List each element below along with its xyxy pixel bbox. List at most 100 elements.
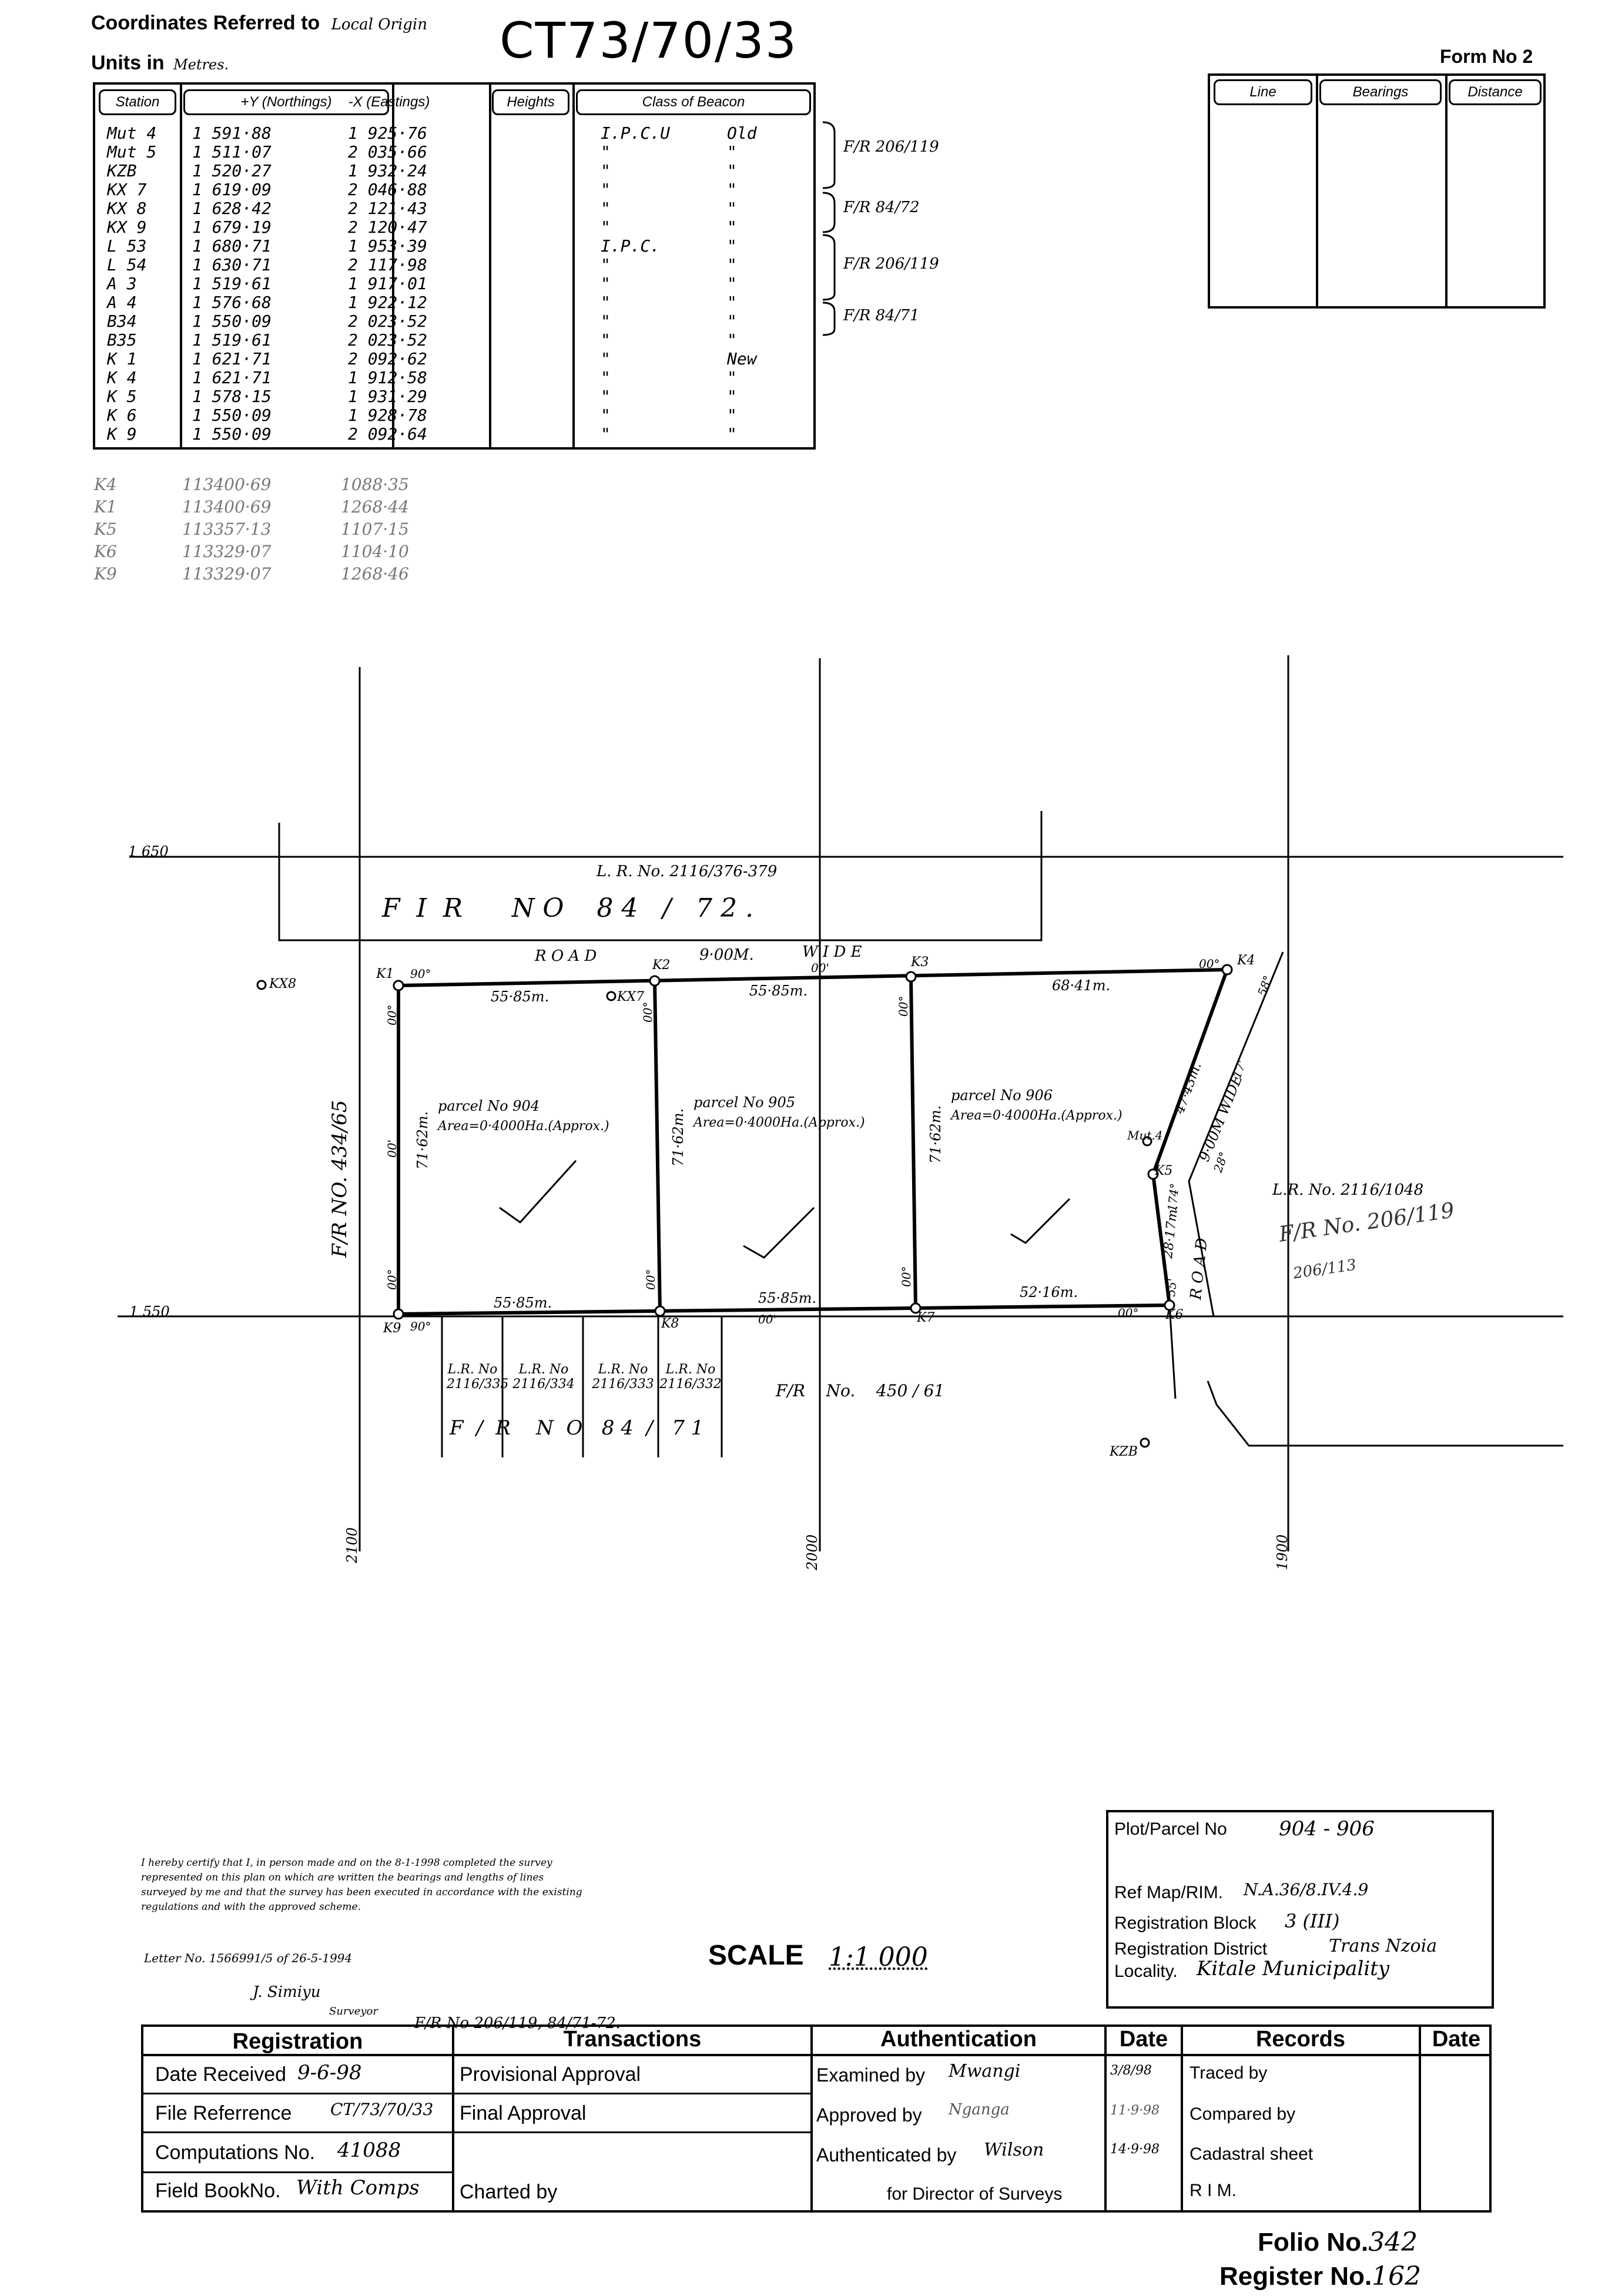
eastings-cell: 1 912·58 (348, 368, 427, 387)
records-date-heading: Date (1432, 2027, 1481, 2052)
station-label-k9: K9 (383, 1321, 401, 1336)
boundary-mid2 (909, 976, 917, 1309)
grid-label-2000: 2000 (804, 1534, 820, 1570)
file-reference-value: CT/73/70/33 (330, 2100, 434, 2119)
authenticated-date: 14·9·98 (1110, 2142, 1160, 2157)
northings-cell: 1 519·61 (192, 330, 272, 350)
northings-cell: 1 680·71 (192, 236, 272, 256)
grid-label-2100: 2100 (344, 1527, 360, 1563)
records-heading: Records (1255, 2027, 1346, 2052)
beacon-class-cell: " (601, 424, 611, 444)
computations-label: Computations No. (155, 2141, 316, 2164)
lr-right-label: L.R. No. 2116/1048 (1272, 1181, 1424, 1199)
eastings-cell: 2 092·62 (348, 349, 427, 368)
bracket-label: F/R 84/71 (843, 307, 920, 324)
locality-label: Locality. (1114, 1962, 1178, 1981)
coords-referred-label: Coordinates Referred to Local Origin (91, 12, 427, 35)
station-cell: B35 (107, 330, 137, 350)
beacon-class-cell: I.P.C. (601, 236, 661, 256)
dim-side-3: 71·62m. (927, 1105, 944, 1164)
fr-left-label: F/R NO. 434/65 (328, 1100, 351, 1258)
beacon-status-cell: " (727, 142, 737, 162)
beacon-status-cell: " (727, 293, 737, 312)
table-divider (489, 85, 491, 447)
station-marker (1221, 964, 1233, 976)
angle-label: 00° (641, 1001, 655, 1023)
table-divider (1104, 2027, 1107, 2210)
angle-label: 00' (385, 1139, 399, 1158)
coordinates-table: Station +Y (Northings) -X (Eastings) Hei… (93, 82, 816, 450)
beacon-status-cell: " (727, 311, 737, 331)
northings-cell: 1 550·09 (192, 405, 272, 425)
station-label-k3: K3 (911, 955, 929, 970)
parcel-904-area: Area=0·4000Ha.(Approx.) (438, 1119, 609, 1134)
cadastral-plan-drawing (118, 655, 1563, 1551)
station-cell: A 4 (107, 293, 137, 312)
coords-origin-value: Local Origin (331, 16, 427, 33)
ref-map-label: Ref Map/RIM. (1114, 1883, 1224, 1902)
pencil-station: K5 (94, 519, 117, 539)
station-label-k8: K8 (661, 1316, 679, 1331)
station-cell: KZB (107, 161, 137, 180)
registration-heading: Registration (232, 2029, 363, 2054)
road-top-label: R O A D (535, 947, 597, 965)
beacon-status-cell: Old (727, 123, 757, 143)
final-approval-label: Final Approval (460, 2102, 587, 2124)
eastings-cell: 2 023·52 (348, 311, 427, 331)
bearings-table: Line Bearings Distance (1208, 73, 1546, 309)
beacon-status-cell: " (727, 199, 737, 218)
surveyor-signature: J. Simiyu (253, 1983, 321, 2001)
table-divider (143, 2054, 1489, 2056)
beacon-status-cell: " (727, 387, 737, 406)
station-label-kx8: KX8 (269, 977, 297, 991)
col-header-heights: Heights (492, 89, 569, 115)
table-divider (392, 85, 394, 447)
certificate-letter: Letter No. 1566991/5 of 26-5-1994 (144, 1951, 353, 1965)
side-road-lower (1207, 1380, 1563, 1447)
boundary-top (398, 968, 1228, 987)
eastings-cell: 2 121·43 (348, 199, 427, 218)
beacon-class-cell: " (601, 161, 611, 180)
beacon-status-cell: " (727, 424, 737, 444)
side-road-edge (1188, 951, 1284, 1317)
beacon-class-cell: " (601, 387, 611, 406)
station-marker (654, 1305, 666, 1317)
station-marker (393, 1308, 404, 1320)
dim-bot-3: 52·16m. (1020, 1284, 1078, 1300)
plot-parcel-label: Plot/Parcel No (1114, 1819, 1227, 1839)
eastings-cell: 2 092·64 (348, 424, 427, 444)
station-cell: KX 7 (107, 180, 147, 199)
beacon-class-cell: " (601, 142, 611, 162)
table-divider (1445, 76, 1448, 306)
station-label-k6: K6 (1165, 1308, 1184, 1322)
beacon-class-cell: " (601, 217, 611, 237)
road-edge-top (278, 811, 1043, 941)
beacon-class-cell: " (601, 349, 611, 368)
authenticated-by-value: Wilson (984, 2140, 1044, 2160)
eastings-cell: 1 928·78 (348, 405, 427, 425)
approved-date: 11·9·98 (1110, 2103, 1160, 2118)
beacon-status-cell: New (727, 349, 757, 368)
station-label-kzb: KZB (1110, 1444, 1138, 1459)
station-cell: K 5 (107, 387, 137, 406)
boundary-bottom (398, 1303, 1170, 1316)
eastings-cell: 2 023·52 (348, 330, 427, 350)
northings-cell: 1 519·61 (192, 274, 272, 293)
station-label-kx7: KX7 (617, 990, 645, 1004)
angle-label: 00° (896, 996, 910, 1017)
station-label-mut4: Mut.4 (1127, 1128, 1163, 1142)
northings-cell: 1 550·09 (192, 424, 272, 444)
units-label: Units in Metres. (91, 52, 229, 75)
registration-block-value: 3 (III) (1285, 1910, 1340, 1932)
pencil-northing: 113400·69 (182, 475, 272, 494)
folio-value: 342 (1368, 2227, 1418, 2257)
beacon-status-cell: " (727, 274, 737, 293)
eastings-cell: 2 117·98 (348, 255, 427, 274)
station-cell: K 4 (107, 368, 137, 387)
authenticated-by-label: Authenticated by (816, 2144, 957, 2166)
table-divider (180, 85, 182, 447)
folio-label: Folio No. (1258, 2228, 1369, 2257)
pencil-station: K4 (94, 475, 117, 494)
bracket-label: F/R 206/119 (843, 138, 939, 156)
grid-label-1650: 1 650 (128, 843, 169, 860)
